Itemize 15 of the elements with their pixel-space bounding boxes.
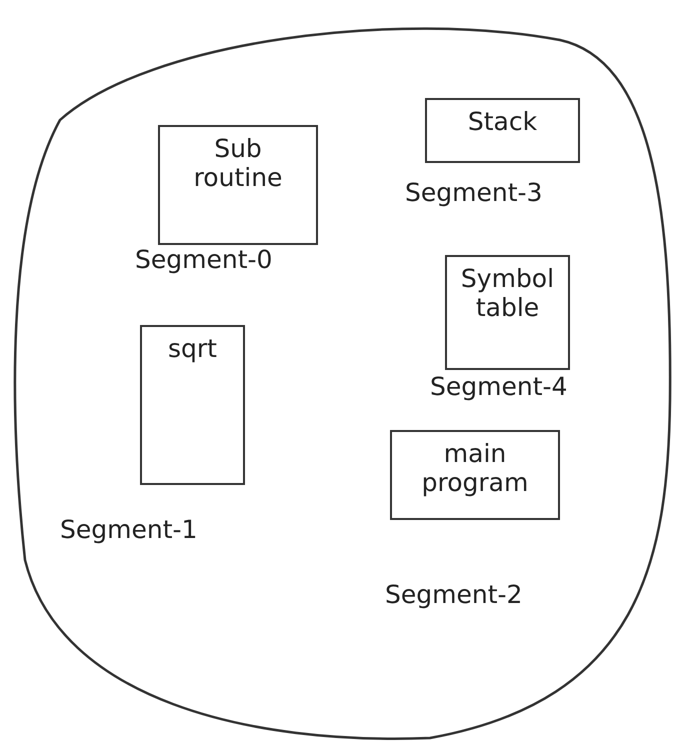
segment-label: Segment-1	[60, 515, 198, 544]
segment-label: Segment-2	[385, 580, 522, 609]
segment-name: sqrt	[168, 335, 217, 364]
segment-label: Segment-4	[430, 372, 568, 401]
segment-box	[445, 255, 570, 370]
segment-name: main program	[420, 440, 530, 498]
segment-label: Segment-3	[405, 178, 542, 207]
segment-box	[425, 98, 580, 163]
segment-box	[390, 430, 560, 520]
segment-name: Stack	[468, 108, 538, 137]
segment-label: Segment-0	[135, 245, 272, 274]
segment-box	[158, 125, 318, 245]
segment-name: Symbol table	[460, 265, 556, 322]
segment-box	[140, 325, 245, 485]
segment-name: Sub routine	[192, 135, 284, 192]
